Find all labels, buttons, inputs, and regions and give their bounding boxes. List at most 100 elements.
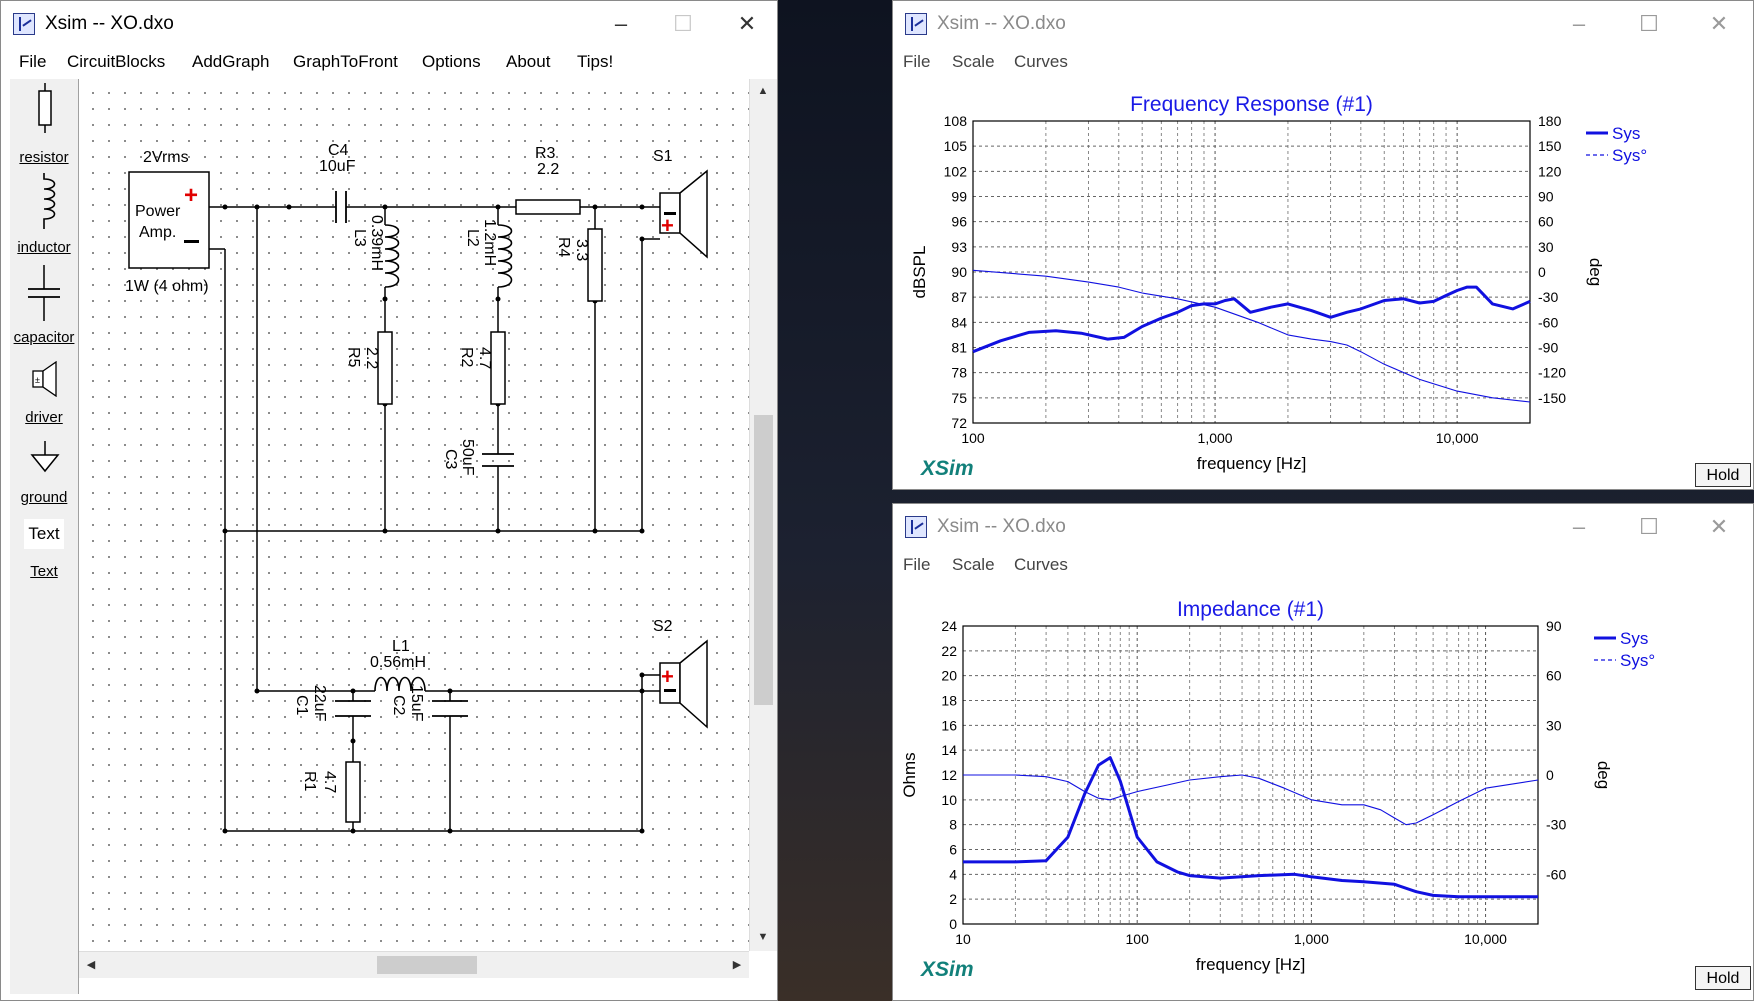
minimize-icon[interactable]: –: [1572, 514, 1586, 539]
plus-icon: +: [661, 213, 674, 238]
c4-name: C4: [328, 142, 349, 159]
menu-tips[interactable]: Tips!: [577, 52, 614, 71]
tool-inductor[interactable]: inductor: [17, 239, 71, 256]
x-tick-label: 100: [961, 430, 985, 446]
title-bar[interactable]: Xsim -- XO.dxo – ☐: [1, 1, 777, 47]
l1-value: 0.56mH: [370, 654, 426, 671]
text-tool-icon[interactable]: Text: [24, 519, 64, 549]
tool-capacitor[interactable]: capacitor: [13, 329, 75, 346]
maximize-icon[interactable]: ☐: [1639, 11, 1659, 36]
vertical-scrollbar[interactable]: ▲ ▼: [749, 79, 777, 951]
resistor-r5[interactable]: [377, 331, 393, 405]
y-tick-label: 87: [951, 289, 967, 305]
hold-button[interactable]: Hold: [1695, 966, 1751, 990]
capacitor-icon[interactable]: [26, 265, 62, 321]
resistor-icon[interactable]: [36, 83, 54, 133]
menu-graphtofront[interactable]: GraphToFront: [293, 52, 398, 71]
menu-curves[interactable]: Curves: [1014, 52, 1068, 71]
r2-name: R2: [458, 347, 475, 368]
minimize-icon[interactable]: –: [1572, 11, 1586, 36]
x-tick-label: 10: [955, 931, 971, 947]
inductor-icon[interactable]: [34, 173, 58, 229]
scroll-up-icon[interactable]: ▲: [757, 85, 769, 97]
close-icon[interactable]: ✕: [1709, 514, 1729, 539]
chart-title: Frequency Response (#1): [1130, 93, 1373, 116]
resistor-r2[interactable]: [490, 331, 506, 405]
capacitor-c4[interactable]: [335, 191, 347, 223]
y-tick-label: 102: [944, 163, 968, 179]
menu-scale[interactable]: Scale: [952, 52, 995, 71]
inductor-l1[interactable]: [374, 676, 426, 692]
inductor-l3[interactable]: [384, 224, 400, 288]
menu-addgraph[interactable]: AddGraph: [192, 52, 270, 71]
horizontal-scroll-thumb[interactable]: [377, 956, 477, 974]
vertical-scroll-thumb[interactable]: [754, 415, 773, 705]
tool-driver[interactable]: driver: [25, 409, 63, 426]
window-title: Xsim -- XO.dxo: [937, 13, 1066, 34]
y2-tick-label: -60: [1546, 866, 1566, 882]
y-tick-label: 4: [949, 866, 957, 882]
menu-about[interactable]: About: [506, 52, 551, 71]
resistor-r3[interactable]: [515, 199, 581, 215]
c2-name: C2: [390, 695, 407, 716]
minus-icon: [664, 689, 676, 692]
y-tick-label: 72: [951, 415, 967, 431]
menu-file[interactable]: File: [19, 52, 47, 71]
tool-resistor[interactable]: resistor: [19, 149, 69, 166]
speaker-s1[interactable]: +: [659, 169, 708, 259]
y-tick-label: 2: [949, 891, 957, 907]
r3-name: R3: [535, 145, 556, 162]
close-icon[interactable]: ✕: [1709, 11, 1729, 36]
menu-options[interactable]: Options: [422, 52, 481, 71]
minimize-icon[interactable]: –: [614, 11, 628, 36]
menu-bar: File CircuitBlocks AddGraph GraphToFront…: [1, 47, 777, 79]
svg-text:±: ±: [35, 375, 40, 385]
app-icon[interactable]: [905, 516, 927, 538]
menu-circuitblocks[interactable]: CircuitBlocks: [67, 52, 166, 71]
app-icon[interactable]: [905, 13, 927, 35]
y-tick-label: 16: [941, 717, 957, 733]
power-amp-block[interactable]: Power Amp. +: [128, 171, 210, 269]
y2-axis-label: deg: [1586, 258, 1605, 286]
resistor-r4[interactable]: [587, 228, 603, 302]
title-bar[interactable]: Xsim -- XO.dxo – ☐ ✕: [893, 1, 1753, 47]
source-voltage: 2Vrms: [143, 149, 189, 166]
hold-button[interactable]: Hold: [1695, 463, 1751, 487]
horizontal-scrollbar[interactable]: ◀ ▶: [79, 951, 749, 978]
menu-curves[interactable]: Curves: [1014, 555, 1068, 574]
menu-file[interactable]: File: [903, 555, 931, 574]
scroll-right-icon[interactable]: ▶: [732, 959, 742, 971]
maximize-icon: ☐: [673, 11, 693, 36]
y-tick-label: 75: [951, 390, 967, 406]
tool-text[interactable]: Text: [30, 563, 58, 580]
c3-value: 50uF: [459, 439, 476, 476]
ground-icon[interactable]: [30, 441, 60, 477]
r4-value: 3.3: [573, 239, 590, 261]
l3-value: 0.39mH: [368, 215, 385, 271]
driver-icon[interactable]: ±: [32, 361, 58, 397]
title-bar[interactable]: Xsim -- XO.dxo – ☐ ✕: [893, 504, 1753, 550]
schematic-canvas[interactable]: Power Amp. + 2Vrms 1W (4 ohm) C4 10uF R3…: [79, 79, 749, 951]
speaker-s2[interactable]: +: [659, 639, 708, 729]
x-tick-label: 1,000: [1294, 931, 1329, 947]
capacitor-c3[interactable]: [482, 453, 514, 467]
capacitor-c2[interactable]: [432, 700, 468, 717]
app-icon[interactable]: [13, 13, 35, 35]
scroll-down-icon[interactable]: ▼: [757, 931, 769, 943]
inductor-l2[interactable]: [497, 224, 513, 288]
menu-file[interactable]: File: [903, 52, 931, 71]
s2-name: S2: [653, 618, 673, 635]
wire-junctions: [222, 204, 645, 834]
legend-label: Sys°: [1612, 146, 1647, 165]
y-tick-label: 12: [941, 767, 957, 783]
tool-ground[interactable]: ground: [20, 489, 68, 506]
capacitor-c1[interactable]: [335, 700, 371, 717]
menu-scale[interactable]: Scale: [952, 555, 995, 574]
r1-value: 4.7: [321, 771, 338, 793]
resistor-r1[interactable]: [345, 761, 361, 823]
scroll-left-icon[interactable]: ◀: [86, 959, 96, 971]
close-icon[interactable]: [727, 7, 767, 41]
frequency-graph-window: Xsim -- XO.dxo – ☐ ✕ File Scale Curves F…: [892, 0, 1754, 490]
y2-tick-label: -30: [1546, 817, 1566, 833]
maximize-icon[interactable]: ☐: [1639, 514, 1659, 539]
